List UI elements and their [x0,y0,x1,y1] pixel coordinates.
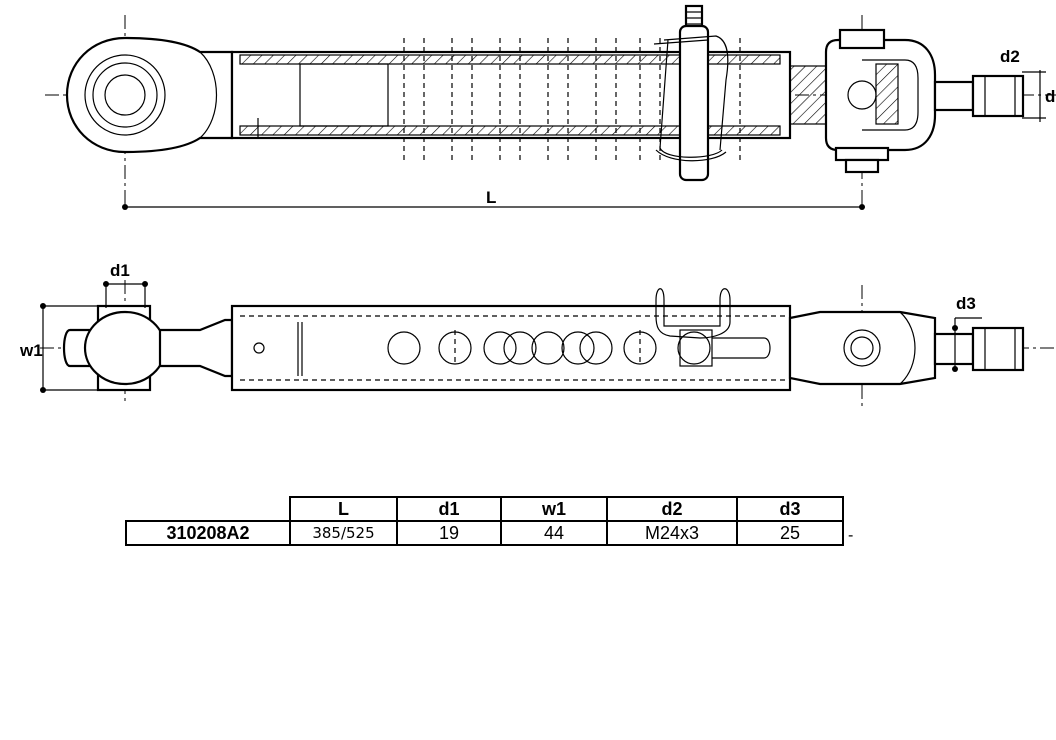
label-d2: d2 [1000,47,1020,66]
value-d2: M24x3 [606,520,738,546]
table-header-row: L d1 w1 d2 d3 [126,496,844,522]
value-d1: 19 [396,520,502,546]
retaining-pin [653,4,729,182]
value-w1: 44 [500,520,608,546]
trailing-dash: - [848,527,854,544]
value-d3: 25 [736,520,844,546]
spec-table: L d1 w1 d2 d3 310208A2 385/525 19 44 M24… [125,496,844,546]
label-d1: d1 [110,261,130,280]
hole-hidden-lines [403,38,741,160]
header-w1: w1 [500,496,608,522]
side-view: d1 w1 d3 [19,261,1056,410]
label-d-cut: d [1045,87,1055,106]
label-w1: w1 [19,341,43,360]
ball-eye-left [65,36,234,154]
label-L: L [486,188,496,207]
label-d3: d3 [956,294,976,313]
table-row: 310208A2 385/525 19 44 M24x3 25 [125,520,844,546]
table-corner [126,497,290,521]
header-d1: d1 [396,496,502,522]
part-number: 310208A2 [125,520,291,546]
header-d2: d2 [606,496,738,522]
header-L: L [289,496,398,522]
tube-side [230,304,792,392]
top-view: d2 d L [45,4,1056,210]
clevis-right [824,28,937,174]
value-L: 385/525 [289,520,398,546]
shank [933,80,975,112]
header-d3: d3 [736,496,844,522]
